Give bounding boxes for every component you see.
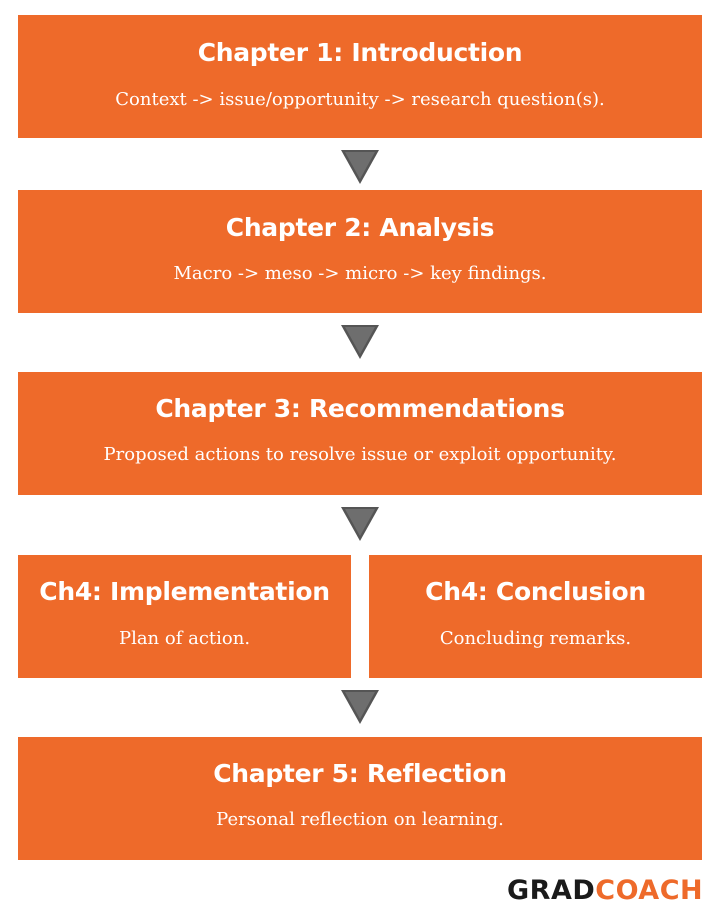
chapter-5-box: Chapter 5: Reflection Personal reflectio… (18, 737, 702, 860)
chapter-4-conclusion-description: Concluding remarks. (439, 628, 632, 649)
chapter-2-box: Chapter 2: Analysis Macro -> meso -> mic… (18, 190, 702, 313)
chapter-2-description: Macro -> meso -> micro -> key findings. (173, 263, 547, 284)
logo-coach-text: COACH (595, 875, 704, 906)
logo-grad-text: GRAD (507, 875, 596, 906)
chapter-1-box: Chapter 1: Introduction Context -> issue… (18, 15, 702, 138)
chapter-4-implementation-box: Ch4: Implementation Plan of action. (18, 555, 351, 678)
chapter-1-title: Chapter 1: Introduction (197, 38, 523, 67)
chapter-4-conclusion-box: Ch4: Conclusion Concluding remarks. (369, 555, 702, 678)
chapter-4-implementation-description: Plan of action. (118, 628, 251, 649)
chapter-3-description: Proposed actions to resolve issue or exp… (103, 444, 617, 465)
chapter-2-title: Chapter 2: Analysis (225, 213, 495, 242)
chapter-5-description: Personal reflection on learning. (216, 809, 504, 830)
down-arrow-icon (341, 507, 379, 541)
chapter-1-description: Context -> issue/opportunity -> research… (115, 89, 605, 110)
down-arrow-icon (341, 150, 379, 184)
down-arrow-icon (341, 325, 379, 359)
chapter-4-conclusion-title: Ch4: Conclusion (425, 577, 646, 606)
chapter-3-box: Chapter 3: Recommendations Proposed acti… (18, 372, 702, 495)
chapter-5-title: Chapter 5: Reflection (213, 759, 507, 788)
gradcoach-logo: GRADCOACH (507, 873, 707, 909)
down-arrow-icon (341, 690, 379, 724)
chapter-3-title: Chapter 3: Recommendations (155, 394, 565, 423)
chapter-4-implementation-title: Ch4: Implementation (39, 577, 330, 606)
